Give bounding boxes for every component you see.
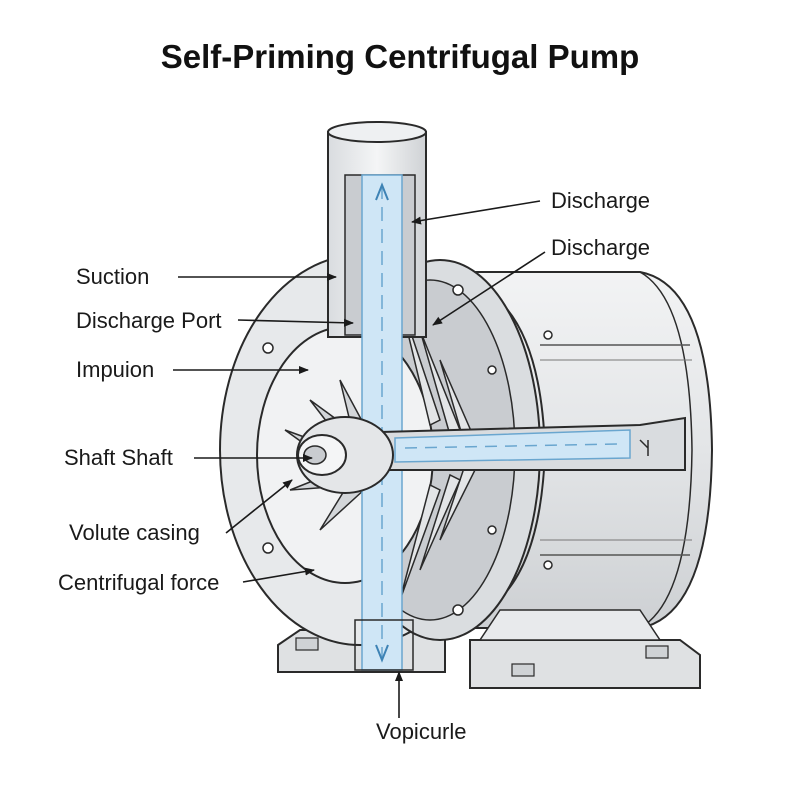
leader-discharge-port <box>237 318 354 327</box>
label-centrifugal-force: Centrifugal force <box>58 570 220 595</box>
leader-centrifugal-force <box>242 567 315 583</box>
label-volute-casing: Volute casing <box>69 520 200 545</box>
leader-discharge-second <box>432 251 546 326</box>
vertical-pipe <box>327 121 427 671</box>
shaft <box>379 416 686 471</box>
leader-lines <box>173 200 546 718</box>
diagram-title: Self-Priming Centrifugal Pump <box>160 38 640 75</box>
label-discharge-port: Discharge Port <box>76 308 222 333</box>
label-discharge-top: Discharge <box>551 188 651 213</box>
impeller-hub <box>296 416 394 494</box>
base-feet <box>277 609 701 689</box>
leader-volute-casing <box>225 479 293 534</box>
label-shaft: Shaft Shaft <box>64 445 173 470</box>
label-discharge-second: Discharge <box>551 235 651 260</box>
leader-discharge-top <box>411 200 541 225</box>
label-vopicurle: Vopicurle <box>376 719 467 744</box>
label-suction: Suction <box>76 264 150 289</box>
label-impuion: Impuion <box>76 357 155 382</box>
